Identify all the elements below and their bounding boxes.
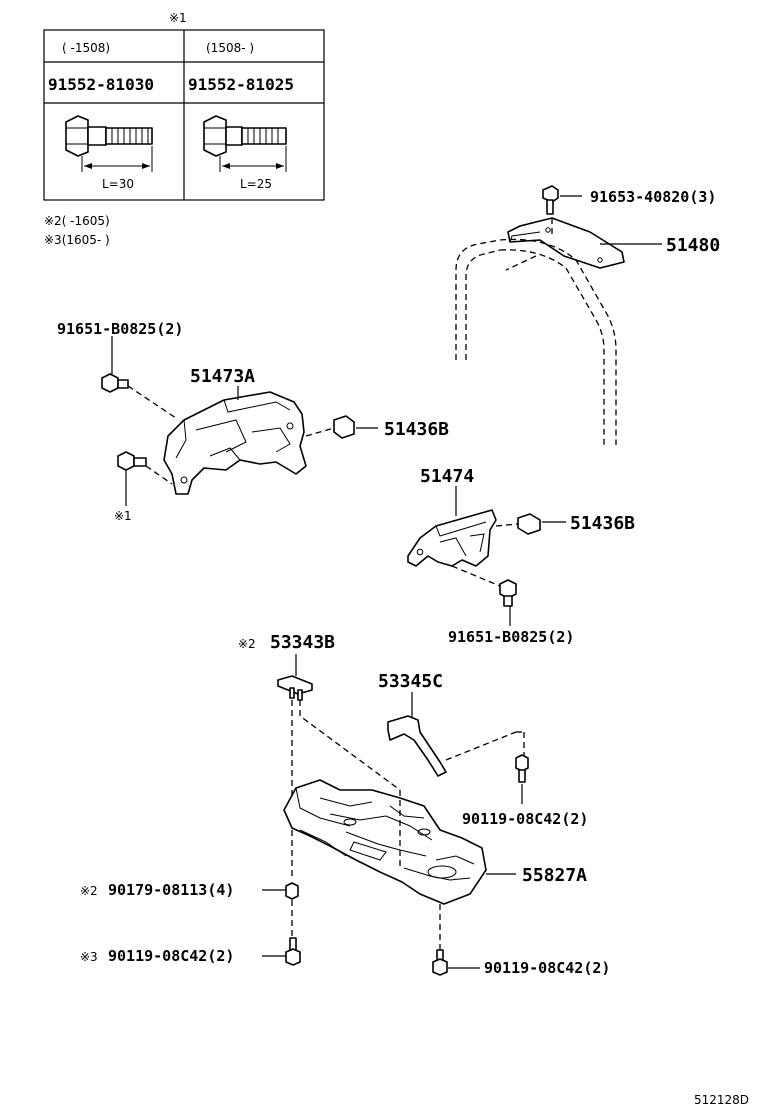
bolt-icon-l30 — [65, 115, 153, 172]
note-2: ※2( -1605) — [44, 214, 110, 228]
part-55827A-assembly — [262, 654, 529, 976]
table-marker: ※1 — [169, 11, 187, 25]
part-51480-assembly — [455, 185, 662, 445]
callout-51436B-upper: 51436B — [384, 419, 449, 440]
bolt-spec-table: ※1 ( -1508) (1508- ) 91552-81030 91552-8… — [43, 11, 325, 201]
callout-90179-08113: 90179-08113(4) — [108, 881, 234, 899]
callout-51480: 51480 — [666, 235, 720, 256]
callout-90119-marker: ※3 — [80, 950, 98, 964]
callout-55827A: 55827A — [522, 865, 587, 886]
callout-53343B: 53343B — [270, 632, 335, 653]
diagram-code: 512128D — [694, 1093, 749, 1107]
callout-51474: 51474 — [420, 466, 474, 487]
callout-53345C: 53345C — [378, 671, 443, 692]
bolt-icon-l25 — [203, 115, 287, 172]
col1-part-number: 91552-81030 — [48, 75, 154, 94]
col1-length: L=30 — [102, 177, 134, 191]
note-3: ※3(1605- ) — [44, 233, 110, 247]
col2-part-number: 91552-81025 — [188, 75, 294, 94]
part-51474-assembly — [407, 486, 566, 626]
callout-90119-08C42-upper: 90119-08C42(2) — [462, 810, 588, 828]
callout-note1-marker: ※1 — [114, 509, 132, 523]
callout-53343B-marker: ※2 — [238, 637, 256, 651]
col1-range: ( -1508) — [62, 41, 110, 55]
callout-91653-40820: 91653-40820(3) — [590, 188, 716, 206]
callout-51473A: 51473A — [190, 366, 255, 387]
callout-51436B-lower: 51436B — [570, 513, 635, 534]
callout-90119-08C42-right: 90119-08C42(2) — [484, 959, 610, 977]
col2-length: L=25 — [240, 177, 272, 191]
callout-91651-B0825-left: 91651-B0825(2) — [57, 320, 183, 338]
part-51473A-assembly — [101, 336, 378, 506]
callout-91651-B0825-right: 91651-B0825(2) — [448, 628, 574, 646]
col2-range: (1508- ) — [206, 41, 254, 55]
callout-90119-08C42-left: 90119-08C42(2) — [108, 947, 234, 965]
callout-90179-marker: ※2 — [80, 884, 98, 898]
